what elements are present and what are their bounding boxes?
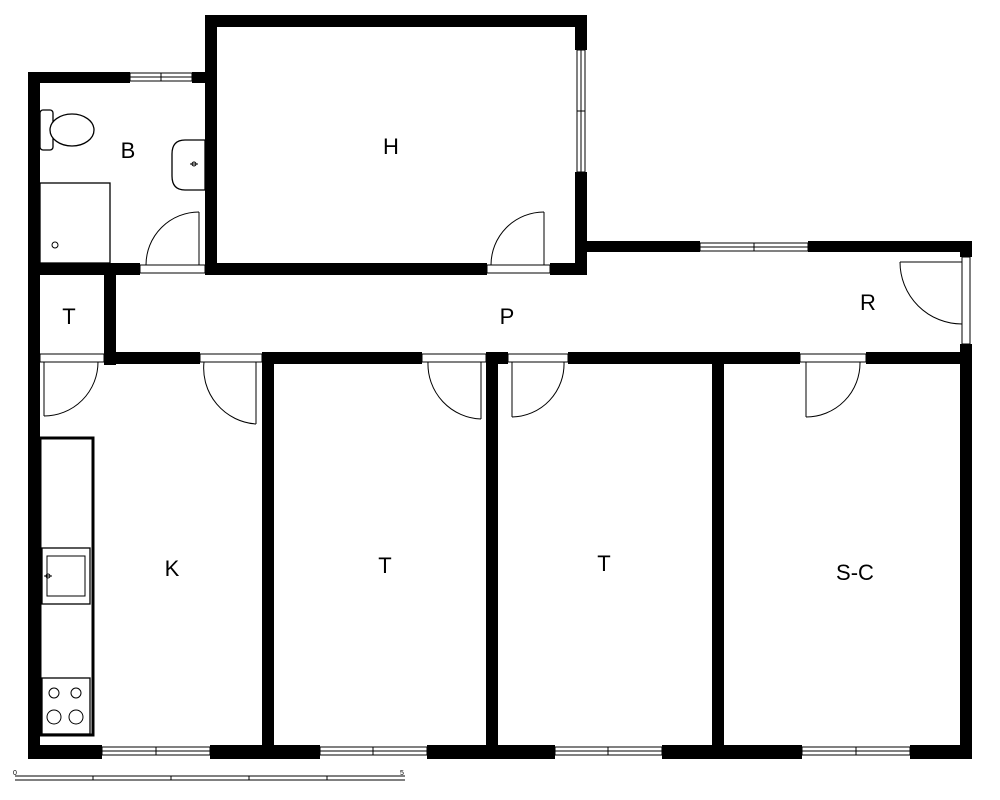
window-h-right [576,49,586,173]
window-bottom-1 [101,746,211,756]
wall-outer-left [28,72,40,759]
wall-room-top-1 [104,352,200,364]
wall-room-top-2 [262,352,422,364]
wall-bottom-4 [662,745,802,759]
wall-hall-top-left [587,241,700,252]
wall-h-right-lower [575,172,587,275]
walls [28,15,972,759]
wall-divider-kitchen [262,352,274,759]
door-closet[interactable] [39,353,105,417]
door-bedroom-h[interactable] [486,211,551,274]
room-label-bedroom-h: H [383,134,399,159]
door-entrance[interactable] [899,256,971,345]
scale-bar-end-label: 5 [400,770,404,777]
room-label-living-dining: S-C [836,560,874,585]
window-bathroom [129,72,193,82]
window-bottom-2 [319,746,428,756]
wall-bathroom-top-left [28,72,130,83]
window-hall-top [699,242,809,252]
wall-bottom-5 [910,745,972,759]
room-label-kitchen: K [165,556,180,581]
wall-h-bottom-right [550,263,587,275]
room-label-closet: T [62,304,75,329]
wall-h-left [205,15,217,275]
room-label-room-left: T [378,553,391,578]
scale-bar-start-label: 0 [13,770,17,777]
wall-divider-middle [486,352,498,759]
door-living[interactable] [799,353,867,418]
door-room-right[interactable] [507,353,569,418]
room-labels: B H T P R K T T S-C [62,134,876,585]
wall-hall-top-right [808,241,972,252]
room-label-bathroom: B [121,138,136,163]
door-room-left[interactable] [421,353,487,420]
window-bottom-4 [801,746,911,756]
scale-bar: 0 5 [13,770,405,781]
kitchen-sink-icon [41,547,91,605]
toilet-icon [39,109,95,151]
wall-h-bottom [205,263,487,275]
fixtures [38,109,206,737]
room-label-hallway: P [500,304,515,329]
windows [101,49,911,756]
door-kitchen[interactable] [199,353,263,425]
room-label-room-right: T [597,551,610,576]
doors [39,211,971,425]
wall-room-top-4 [568,352,800,364]
shower-tray-icon [39,182,111,264]
stove-icon [41,677,91,735]
wall-closet-right [104,275,116,365]
wall-divider-right [712,362,724,759]
wall-bottom-1 [28,745,102,759]
wall-bathroom-top-right [192,72,207,83]
bathroom-sink-icon [171,139,206,191]
wall-room-top-5 [866,352,972,364]
wall-bathroom-bottom-left [28,263,140,275]
wall-outer-right-top [960,241,972,257]
room-label-entrance: R [860,290,876,315]
wall-h-top [205,15,587,27]
door-bathroom[interactable] [139,211,206,274]
wall-bottom-3 [427,745,555,759]
wall-h-right-upper [575,15,587,50]
window-bottom-3 [554,746,663,756]
wall-outer-right [960,344,972,759]
wall-bottom-2 [210,745,320,759]
